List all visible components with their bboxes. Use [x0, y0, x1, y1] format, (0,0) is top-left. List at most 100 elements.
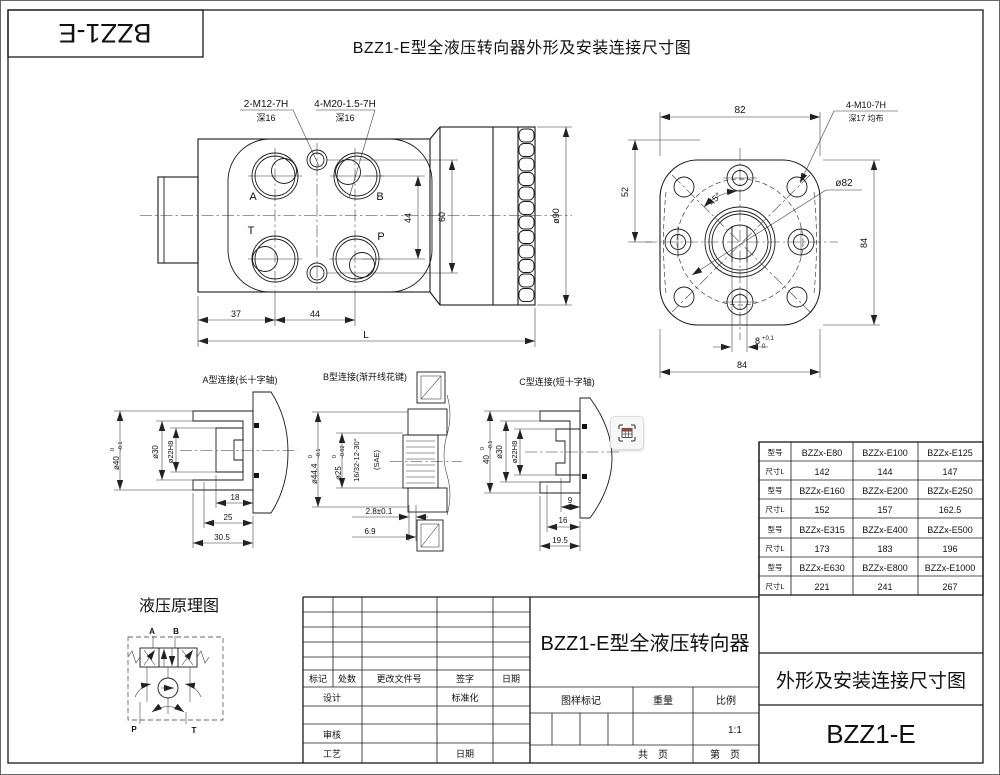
dim-44b: 44: [310, 309, 320, 319]
page-title: BZZ1-E型全液压转向器外形及安装连接尺寸图: [353, 39, 692, 57]
svg-text:147: 147: [942, 467, 957, 477]
model-table-row: 型号 BZZx-E315 BZZx-E400 BZZx-E500: [768, 525, 973, 535]
detail-b: B型连接(渐开线花键) ø44.4 0 -0.1 ø25: [308, 371, 462, 552]
note-m10: 4-M10-7H: [846, 100, 886, 110]
svg-text:BZZx-E500: BZZx-E500: [927, 525, 973, 535]
svg-text:152: 152: [814, 505, 829, 515]
svg-text:BZZx-E400: BZZx-E400: [862, 525, 908, 535]
dim-40c-up: 0: [480, 447, 486, 450]
dim-d30-c: ø30: [495, 445, 504, 459]
table-capture-icon[interactable]: [610, 416, 644, 450]
svg-text:尺寸L: 尺寸L: [765, 466, 784, 476]
dim-d444-up: 0: [308, 455, 314, 458]
dim-slot: 8: [755, 336, 760, 346]
model-table-row: 尺寸L 221 241 267: [765, 581, 957, 592]
dim-28: 2.8±0.1: [366, 507, 393, 516]
spline-std: (SAE): [372, 450, 381, 471]
dim-d30-a: ø30: [151, 445, 160, 459]
note-m20-depth: 深16: [335, 113, 354, 123]
svg-text:BZZx-E125: BZZx-E125: [927, 448, 973, 458]
tb-scale-value: 1:1: [728, 725, 742, 736]
dim-305: 30.5: [214, 533, 230, 542]
front-view: A B T P 2-M12-7H 深16 4-M20-1.5-7H 深16 44…: [140, 99, 572, 347]
schematic-port-a: A: [149, 627, 155, 636]
tb-date: 日期: [502, 674, 520, 684]
dim-slot-up: +0.1: [762, 336, 775, 342]
dim-d82: ø82: [835, 178, 853, 189]
svg-text:144: 144: [877, 467, 892, 477]
svg-text:162.5: 162.5: [939, 505, 962, 515]
detail-a: A型连接(长十字轴) ø40 0 -0.1 ø30 ø22H8 18 25: [110, 374, 298, 548]
dim-84-right: 84: [859, 238, 869, 248]
tb-count: 处数: [338, 673, 356, 684]
dim-25: 25: [224, 513, 233, 522]
dim-d90: ø90: [551, 208, 561, 224]
dim-60: 60: [437, 212, 447, 222]
dim-195: 19.5: [552, 536, 568, 545]
svg-text:173: 173: [814, 544, 829, 554]
svg-text:267: 267: [942, 582, 957, 592]
svg-text:142: 142: [814, 467, 829, 477]
tb-weight: 重量: [653, 694, 673, 707]
note-m20: 4-M20-1.5-7H: [314, 99, 376, 110]
tb-change-doc: 更改文件号: [376, 673, 421, 684]
svg-text:型号: 型号: [768, 525, 783, 534]
dim-L: L: [363, 330, 369, 341]
schematic-title: 液压原理图: [139, 597, 219, 615]
dim-44v: 44: [403, 213, 413, 223]
tb-design: 设计: [323, 692, 341, 703]
tb-scale: 比例: [716, 694, 736, 707]
tb-review: 审核: [323, 729, 341, 740]
model-table-row: 型号 BZZx-E160 BZZx-E200 BZZx-E250: [768, 486, 973, 496]
svg-text:型号: 型号: [768, 448, 783, 457]
tb-page-no: 第 页: [710, 748, 740, 761]
dim-d40: ø40: [112, 456, 121, 470]
svg-text:BZZx-E100: BZZx-E100: [862, 448, 908, 458]
note-m10-depth: 深17 均布: [848, 113, 883, 123]
spline-ring: [518, 128, 535, 302]
dim-d40-dn: -0.1: [118, 442, 124, 451]
svg-text:尺寸L: 尺寸L: [765, 581, 784, 591]
dim-84-bottom: 84: [737, 360, 747, 370]
detail-c: C型连接(短十字轴) 40 0 -0.1 ø30 ø22H8 9 16 1: [480, 376, 622, 551]
dim-18: 18: [231, 493, 240, 502]
detail-c-title: C型连接(短十字轴): [519, 376, 595, 387]
doc-model: BZZ1-E: [826, 719, 916, 749]
dim-d40-up: 0: [110, 448, 116, 451]
svg-text:BZZx-E1000: BZZx-E1000: [925, 563, 976, 573]
svg-text:BZZx-E250: BZZx-E250: [927, 486, 973, 496]
model-table-row: 尺寸L 173 183 196: [765, 543, 957, 554]
svg-text:BZZx-E160: BZZx-E160: [799, 486, 845, 496]
tb-total-pages: 共 页: [638, 749, 668, 761]
dim-52: 52: [620, 187, 630, 197]
svg-text:196: 196: [942, 544, 957, 554]
spline-teeth: [406, 440, 435, 484]
dim-d22-c: ø22H8: [510, 441, 519, 464]
dim-40c-dn: -0.1: [488, 441, 494, 450]
svg-text:尺寸L: 尺寸L: [765, 504, 784, 514]
doc-subtitle: 外形及安装连接尺寸图: [776, 670, 966, 692]
model-table-row: 型号 BZZx-E80 BZZx-E100 BZZx-E125: [768, 448, 973, 458]
port-p-label: P: [377, 231, 384, 243]
tb-drawing-mark: 图样标记: [561, 694, 601, 707]
port-a-label: A: [249, 191, 257, 203]
svg-text:157: 157: [877, 505, 892, 515]
svg-text:BZZx-E800: BZZx-E800: [862, 563, 908, 573]
detail-b-title: B型连接(渐开线花键): [323, 371, 407, 382]
note-m12: 2-M12-7H: [244, 99, 288, 110]
model-table-row: 尺寸L 142 144 147: [765, 466, 957, 477]
dim-d25-up: 0: [332, 455, 338, 458]
tb-sign: 签字: [456, 673, 474, 684]
schematic-port-t: T: [192, 726, 197, 735]
svg-text:型号: 型号: [768, 486, 783, 495]
port-t-label: T: [248, 225, 255, 237]
model-table-row: 型号 BZZx-E630 BZZx-E800 BZZx-E1000: [768, 563, 976, 573]
dim-9: 9: [568, 496, 573, 505]
dim-d25: ø25: [334, 466, 343, 480]
dim-d444: ø44.4: [310, 463, 319, 484]
dim-69: 6.9: [364, 527, 376, 536]
tb-mark: 标记: [309, 673, 327, 684]
dim-slot-dn: 0: [762, 344, 766, 350]
